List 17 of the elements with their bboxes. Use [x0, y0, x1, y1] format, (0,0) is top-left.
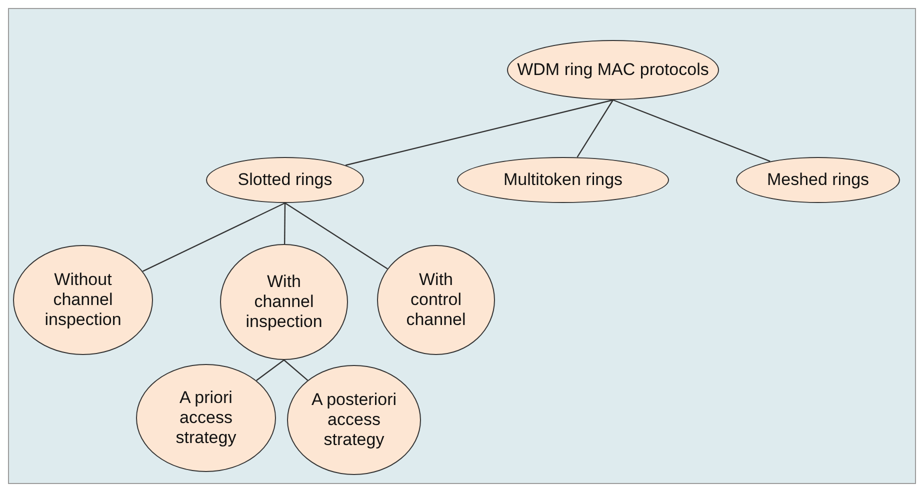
- connector-line: [612, 99, 770, 162]
- connector-line: [142, 202, 286, 272]
- node-label: Multitoken rings: [503, 170, 623, 190]
- node-label: With channel inspection: [244, 272, 324, 332]
- node-label: Meshed rings: [766, 170, 870, 190]
- connector-line: [284, 360, 308, 381]
- connector-line: [345, 99, 614, 166]
- connector-line: [576, 100, 614, 158]
- node-label: With control channel: [405, 270, 467, 330]
- node-label: A posteriori access strategy: [310, 390, 398, 450]
- node-label: Slotted rings: [238, 170, 332, 190]
- node-label: A priori access strategy: [174, 388, 238, 448]
- node-label: WDM ring MAC protocols: [517, 60, 709, 80]
- connector-line: [284, 203, 286, 244]
- connector-line: [256, 360, 284, 381]
- connector-line: [284, 202, 388, 270]
- node-label: Without channel inspection: [44, 270, 122, 330]
